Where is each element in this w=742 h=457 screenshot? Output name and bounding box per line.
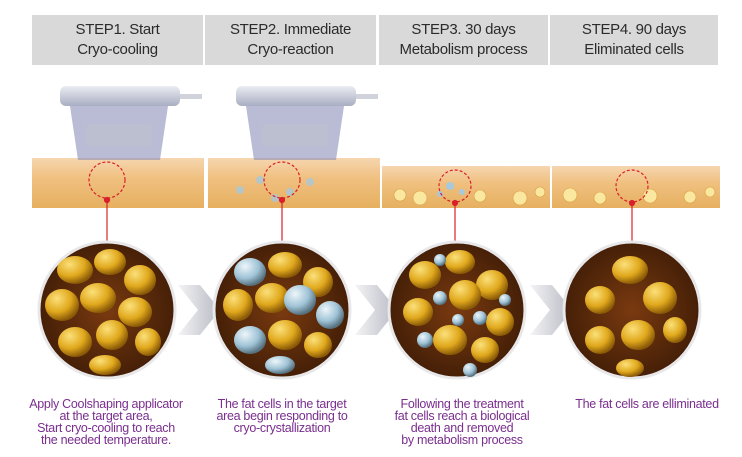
step-header-2: STEP2. Immediate Cryo-reaction xyxy=(205,15,376,65)
caption-line: The fat cells in the target xyxy=(217,397,347,411)
caption-line: death and removed xyxy=(410,421,514,435)
applicator-device-1 xyxy=(60,86,202,160)
step-header-3: STEP3. 30 days Metabolism process xyxy=(379,15,548,65)
fat-cells-circle-3 xyxy=(387,240,527,380)
step-header-4: STEP4. 90 days Eliminated cells xyxy=(550,15,718,65)
caption-line: fat cells reach a biological xyxy=(394,409,530,423)
fat-cells-circle-1 xyxy=(37,240,177,380)
caption-line: cryo-crystallization xyxy=(233,421,331,435)
step-caption-1: Apply Coolshaping applicator at the targ… xyxy=(8,397,204,447)
step-subtitle: Cryo-cooling xyxy=(77,41,158,58)
step-subtitle: Metabolism process xyxy=(399,41,528,58)
step-subtitle: Eliminated cells xyxy=(584,41,684,58)
step-subtitle: Cryo-reaction xyxy=(247,41,334,58)
applicator-device-2 xyxy=(236,86,378,160)
arrow-icon xyxy=(178,285,220,335)
step-title: STEP2. Immediate xyxy=(229,21,352,38)
step-caption-3: Following the treatment fat cells reach … xyxy=(382,397,542,447)
fat-cells-circle-2 xyxy=(212,240,352,380)
arrow-icon xyxy=(530,285,572,335)
caption-line: The fat cells are elliminated xyxy=(575,397,719,411)
step-caption-4: The fat cells are elliminated xyxy=(556,397,738,411)
caption-line: area begin responding to xyxy=(216,409,348,423)
caption-line: by metabolism process xyxy=(401,433,523,447)
step-header-1: STEP1. Start Cryo-cooling xyxy=(32,15,203,65)
caption-line: at the target area, xyxy=(59,409,153,423)
arrow-icon xyxy=(355,285,397,335)
caption-line: Apply Coolshaping applicator xyxy=(29,397,183,411)
step-title: STEP1. Start xyxy=(75,21,160,38)
caption-line: the needed temperature. xyxy=(40,433,171,447)
step-caption-2: The fat cells in the target area begin r… xyxy=(202,397,362,435)
fat-cells-circle-4 xyxy=(562,240,702,380)
tissue-strip-2 xyxy=(208,158,380,208)
caption-line: Following the treatment xyxy=(400,397,524,411)
step-title: STEP4. 90 days xyxy=(581,21,687,38)
step-title: STEP3. 30 days xyxy=(411,21,516,38)
caption-line: Start cryo-cooling to reach xyxy=(37,421,175,435)
